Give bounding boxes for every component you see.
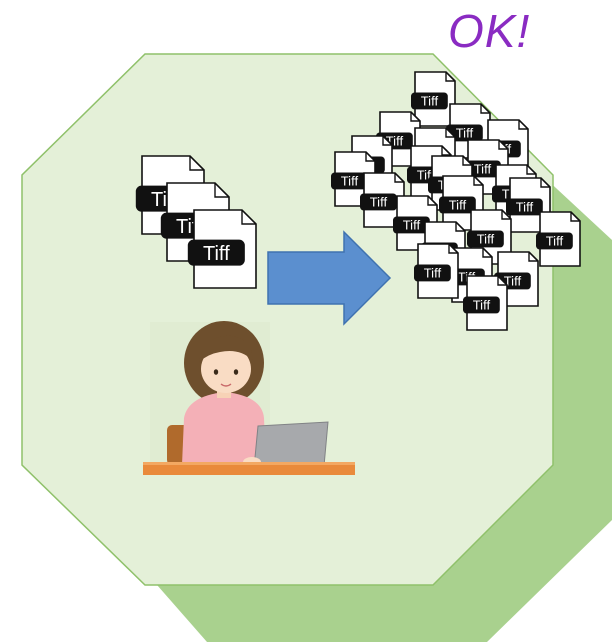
file-type-label: Tiff xyxy=(516,200,534,215)
file-type-label: Tiff xyxy=(403,218,421,233)
tiff-file-icon: Tiff xyxy=(463,275,508,331)
file-type-label: Tiff xyxy=(546,234,564,249)
ok-label: OK! xyxy=(448,5,531,57)
file-type-label: Tiff xyxy=(341,174,359,189)
file-type-label: Tiff xyxy=(456,126,474,141)
file-type-label: Tiff xyxy=(473,298,491,313)
right-arrow-icon xyxy=(267,230,392,326)
file-type-label: Tiff xyxy=(424,266,442,281)
tiff-file-icon: Tiff xyxy=(414,243,459,299)
file-type-label: Tiff xyxy=(477,232,495,247)
file-type-label: Tiff xyxy=(474,162,492,177)
file-type-label: Tiff xyxy=(421,94,439,109)
file-type-label: Tiff xyxy=(370,195,388,210)
person-at-laptop-icon xyxy=(143,321,355,475)
file-type-label: Tiff xyxy=(449,198,467,213)
tiff-file-icon: Tiff xyxy=(536,211,581,267)
file-type-label: Tiff xyxy=(203,243,230,265)
file-type-label: Tiff xyxy=(504,274,522,289)
tiff-file-icon: Tiff xyxy=(187,209,257,289)
